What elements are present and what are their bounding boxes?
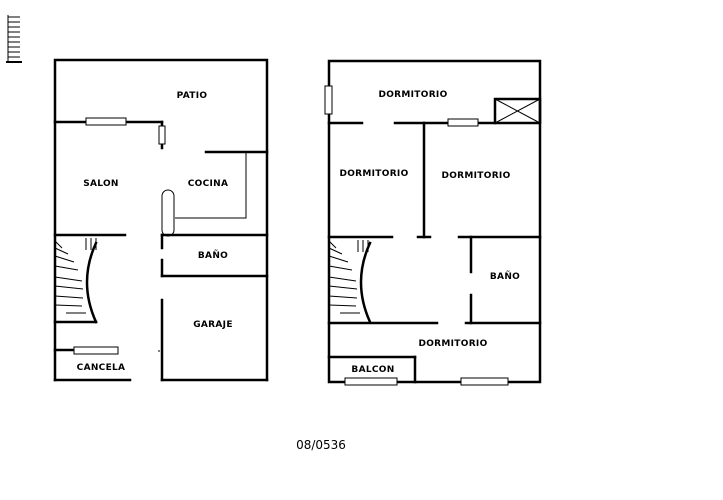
window (85, 117, 127, 126)
room-label-cancela: CANCELA (77, 363, 126, 373)
room-label-garaje: GARAJE (193, 320, 233, 330)
upper-floor-plan: DORMITORIO DORMITORIO DORMITORIO BAÑO DO… (324, 59, 542, 386)
room-label-bano: BAÑO (198, 250, 228, 261)
room-label-balcon: BALCON (351, 365, 394, 375)
room-label-salon: SALON (83, 179, 119, 189)
kitchen-counter (161, 189, 175, 237)
ground-outer-wall (53, 58, 269, 382)
room-label-patio: PATIO (177, 91, 208, 101)
window (460, 377, 509, 386)
door-frame (158, 125, 166, 145)
window (324, 85, 333, 115)
room-label-bano: BAÑO (490, 271, 520, 282)
ground-floor-plan: PATIO SALON COCINA BAÑO GARAJE CANCELA (53, 58, 269, 382)
staircase (327, 240, 439, 325)
room-label-dormitorio: DORMITORIO (418, 339, 487, 349)
staircase (53, 238, 98, 324)
window (73, 346, 119, 355)
light-shaft (493, 97, 542, 125)
scale-bar (6, 15, 22, 63)
window (447, 118, 479, 127)
upper-outer-wall (327, 59, 542, 384)
room-label-cocina: COCINA (188, 179, 229, 189)
reference-code: 08/0536 (296, 438, 346, 452)
room-label-dormitorio: DORMITORIO (441, 171, 510, 181)
room-label-dormitorio: DORMITORIO (378, 90, 447, 100)
window (344, 377, 398, 386)
room-label-dormitorio: DORMITORIO (339, 169, 408, 179)
